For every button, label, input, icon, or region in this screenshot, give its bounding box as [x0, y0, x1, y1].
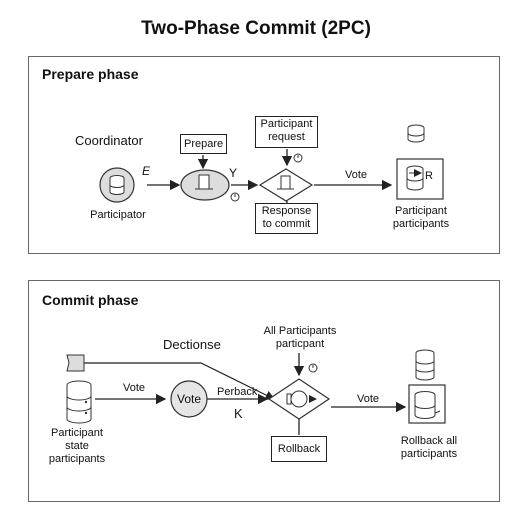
database-stack-icon: [66, 380, 92, 424]
rollback-all-participants-label: Rollback all participants: [400, 435, 458, 460]
dectionse-label: Dectionse: [163, 337, 221, 352]
decision-diamond: [258, 168, 314, 202]
prepare-phase-panel: Prepare phase: [28, 56, 500, 254]
page-title: Two-Phase Commit (2PC): [141, 18, 371, 39]
commit-diagram: [66, 349, 446, 435]
vote-node-label: Vote: [176, 392, 202, 406]
k-label: K: [234, 406, 243, 421]
clock-icon: [230, 192, 240, 202]
coordinator-label: Coordinator: [75, 133, 143, 148]
participant-node: [396, 158, 444, 200]
coordinator-node: [99, 167, 135, 203]
prepare-phase-heading: Prepare phase: [42, 66, 139, 82]
participator-label: Participator: [90, 209, 146, 221]
rollback-participant-node: [408, 384, 446, 424]
commit-decision-diamond: [267, 378, 331, 420]
prepare-box: Prepare: [180, 134, 227, 154]
clock-icon: [308, 363, 318, 373]
response-to-commit-box: Response to commit: [255, 203, 318, 234]
vote-left-label: Vote: [123, 382, 146, 394]
vote-right-label: Vote: [357, 393, 380, 405]
clock-icon: [293, 153, 303, 163]
commit-phase-heading: Commit phase: [42, 292, 139, 308]
participant-participants-label: Participant participants: [392, 205, 450, 230]
y-label: Y: [229, 166, 238, 180]
commit-phase-panel: Commit phase: [28, 280, 500, 502]
rollback-box: Rollback: [271, 436, 327, 462]
database-stack-icon: [415, 349, 435, 381]
prepare-node: [180, 169, 230, 201]
participant-state-label: Participant state participants: [48, 427, 106, 465]
perback-label: Perback: [217, 386, 258, 398]
r-label: R: [425, 170, 433, 182]
participant-request-box: Participant request: [255, 116, 318, 148]
database-icon: [407, 124, 425, 143]
all-participants-label: All Participants particpant: [263, 325, 337, 350]
vote-label: Vote: [345, 169, 368, 181]
prepare-diagram: [99, 124, 444, 203]
e-label: E: [142, 164, 151, 178]
document-icon: [66, 354, 85, 372]
decision-arrow: [84, 362, 276, 400]
